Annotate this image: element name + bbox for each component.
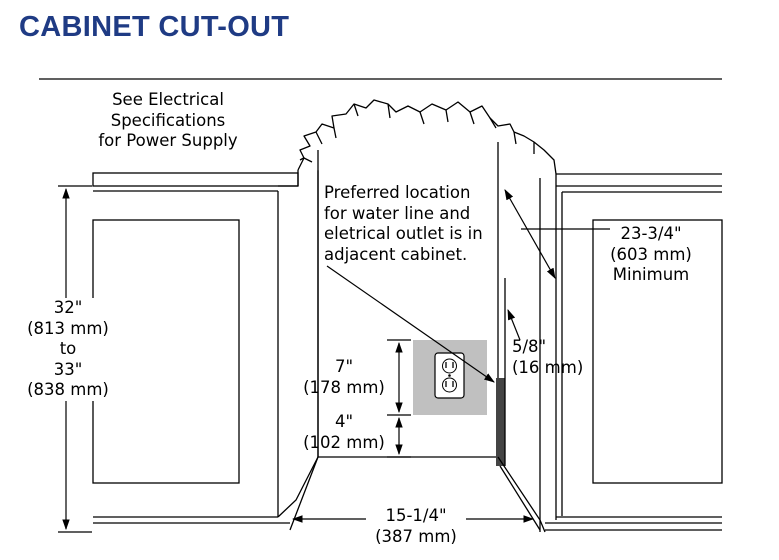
dim-line: (102 mm) bbox=[303, 432, 385, 452]
dim-line: 23-3/4" bbox=[620, 224, 682, 243]
note-line: for water line and bbox=[324, 203, 471, 223]
preferred-location-note: Preferred location for water line and el… bbox=[324, 183, 485, 265]
outlet bbox=[413, 340, 487, 415]
electrical-note: See Electrical Specifications for Power … bbox=[78, 90, 258, 152]
note-line: eletrical outlet is in bbox=[324, 224, 483, 243]
outlet-offset-label: 4" (102 mm) bbox=[296, 412, 392, 453]
panel-thickness-label: 5/8" (16 mm) bbox=[512, 337, 583, 378]
torn-wall-edge bbox=[297, 99, 557, 175]
right-cabinet bbox=[539, 173, 723, 532]
note-line: Preferred location bbox=[324, 183, 471, 202]
height-dimension-label: 32" (813 mm) to 33" (838 mm) bbox=[16, 298, 120, 401]
note-line: See Electrical bbox=[112, 90, 224, 109]
dim-line: (838 mm) bbox=[27, 380, 109, 399]
dim-line: 7" bbox=[334, 357, 354, 376]
dim-line: to bbox=[59, 339, 77, 358]
left-cabinet bbox=[92, 172, 299, 524]
depth-dimension-label: 23-3/4" (603 mm) Minimum bbox=[596, 224, 706, 286]
dim-line: 4" bbox=[334, 412, 354, 431]
left-side-panel bbox=[277, 148, 319, 531]
dim-line: 33" bbox=[53, 359, 83, 379]
dim-line: 32" bbox=[53, 298, 83, 317]
right-side-panel bbox=[496, 278, 546, 533]
dim-line: (813 mm) bbox=[27, 318, 109, 338]
dim-line: (387 mm) bbox=[375, 526, 457, 546]
dim-line: 5/8" bbox=[512, 337, 547, 356]
dim-line: Minimum bbox=[612, 265, 690, 284]
page-title: CABINET CUT-OUT bbox=[19, 11, 290, 43]
note-line: adjacent cabinet. bbox=[324, 244, 468, 264]
outlet-height-label: 7" (178 mm) bbox=[296, 357, 392, 398]
width-dimension-label: 15-1/4" (387 mm) bbox=[366, 506, 466, 547]
note-line: for Power Supply bbox=[98, 131, 238, 150]
dim-line: 15-1/4" bbox=[385, 506, 447, 525]
dim-line: (178 mm) bbox=[303, 377, 385, 397]
note-line: Specifications bbox=[110, 110, 226, 130]
dim-line: (603 mm) bbox=[610, 244, 692, 264]
dim-line: (16 mm) bbox=[512, 357, 584, 377]
